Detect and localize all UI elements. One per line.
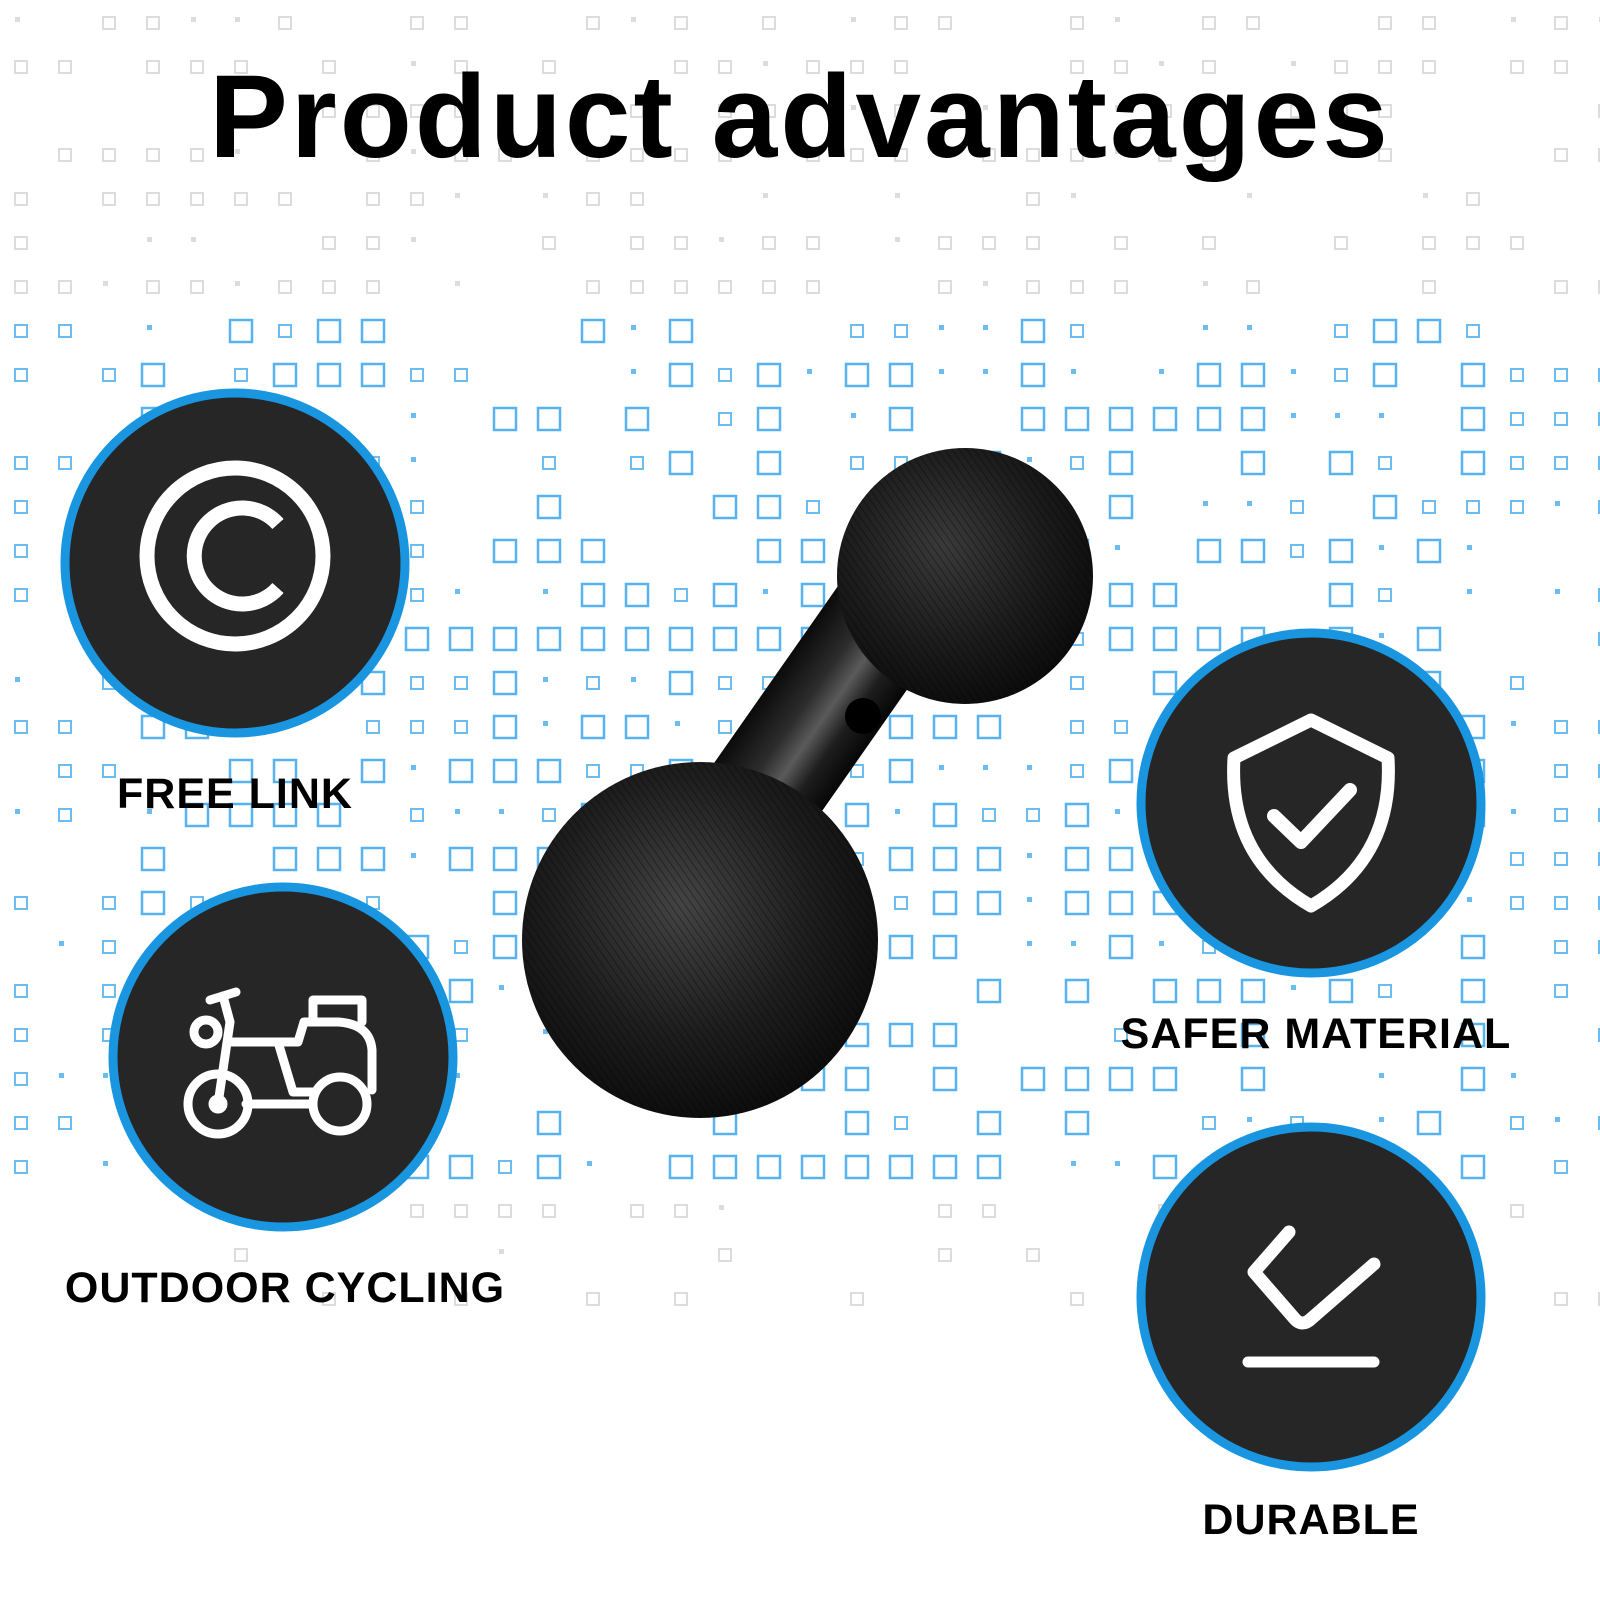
copyright-icon — [60, 388, 410, 738]
feature-label: FREE LINK — [117, 770, 353, 818]
product-image-double-ball-mount — [522, 448, 1093, 1118]
feature-badge — [60, 388, 410, 738]
shield-check-icon — [1136, 628, 1486, 978]
feature-badge — [1136, 628, 1486, 978]
download-tray-icon — [1136, 1122, 1486, 1472]
feature-badge — [108, 882, 458, 1232]
feature-label: OUTDOOR CYCLING — [64, 1264, 506, 1312]
feature-label: DURABLE — [1202, 1496, 1420, 1544]
feature-label: SAFER MATERIAL — [1120, 1010, 1512, 1058]
motorcycle-icon — [108, 882, 458, 1232]
page-title: Product advantages — [209, 51, 1391, 183]
feature-badge — [1136, 1122, 1486, 1472]
